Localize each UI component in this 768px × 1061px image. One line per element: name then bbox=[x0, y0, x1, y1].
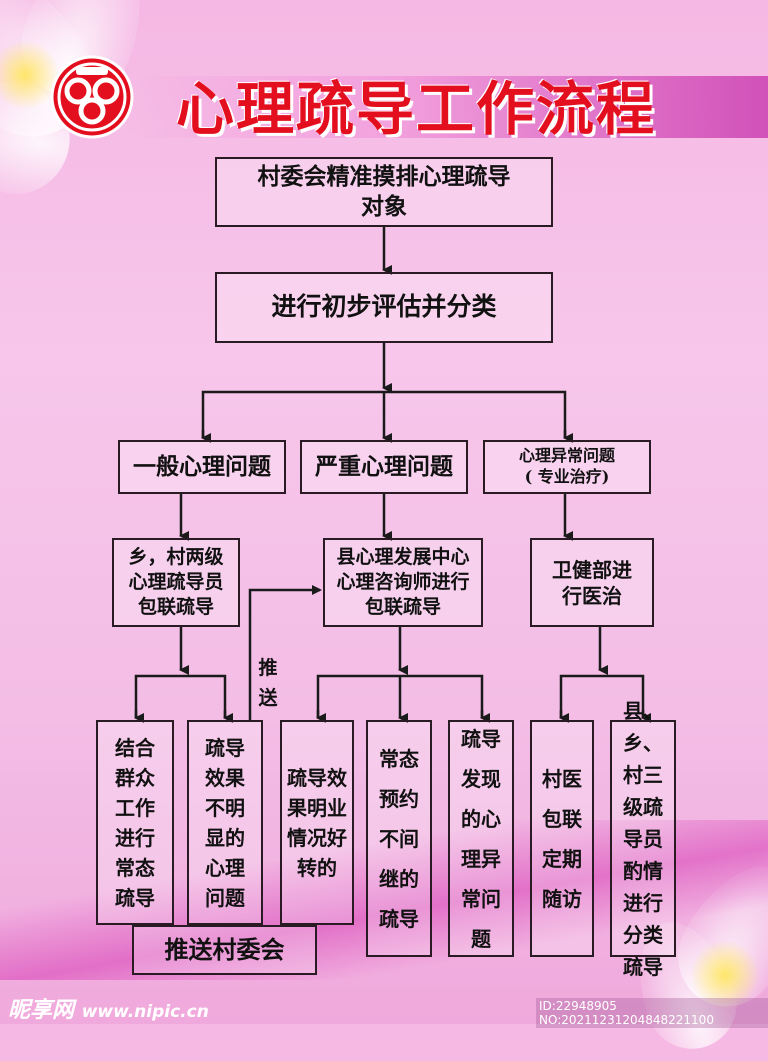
outcome-routine-guidance: 结合群众工作进行常态疏导 bbox=[96, 720, 174, 925]
flow-connectors bbox=[134, 227, 651, 723]
branch-general-outcomes bbox=[134, 674, 227, 718]
category-serious: 严重心理问题 bbox=[300, 440, 468, 494]
outcome-three-level: 县、乡、村三级疏导员酌情进行分类疏导 bbox=[610, 699, 676, 979]
watermark-brand: 昵享网 www.nipic.cn bbox=[8, 998, 209, 1023]
category-abnormal: 心理异常问题 ( 专业治疗) bbox=[483, 440, 651, 494]
push-arrow-to-county bbox=[248, 585, 322, 720]
category-general: 一般心理问题 bbox=[118, 440, 286, 494]
step-identify-targets: 村委会精准摸排心理疏导对象 bbox=[215, 157, 553, 227]
outcome-regular-appointment: 常态预约不间继的疏导 bbox=[366, 720, 432, 957]
push-label: 推送 bbox=[258, 657, 278, 709]
background-ribbon bbox=[0, 820, 768, 980]
women-federation-logo-icon bbox=[50, 55, 134, 139]
outcome-ineffective: 疏导效果不明显的心理问题 bbox=[187, 720, 263, 925]
step-initial-assessment: 进行初步评估并分类 bbox=[215, 272, 553, 343]
outcome-village-doctor: 村医包联定期随访 bbox=[530, 720, 594, 957]
handler-abnormal: 卫健部进行医治 bbox=[530, 538, 654, 627]
branch-abnormal-outcomes bbox=[559, 674, 645, 718]
page-title: 心理疏导工作流程 bbox=[176, 75, 657, 143]
push-village-committee: 推送村委会 bbox=[132, 925, 317, 975]
outcome-abnormal-found: 疏导发现的心理异常问题 bbox=[448, 720, 514, 957]
outcome-improved: 疏导效果明业情况好转的 bbox=[280, 720, 354, 925]
header-band bbox=[120, 76, 768, 138]
handler-general: 乡，村两级心理疏导员包联疏导 bbox=[112, 538, 240, 627]
handler-serious: 县心理发展中心心理咨询师进行包联疏导 bbox=[323, 538, 483, 627]
